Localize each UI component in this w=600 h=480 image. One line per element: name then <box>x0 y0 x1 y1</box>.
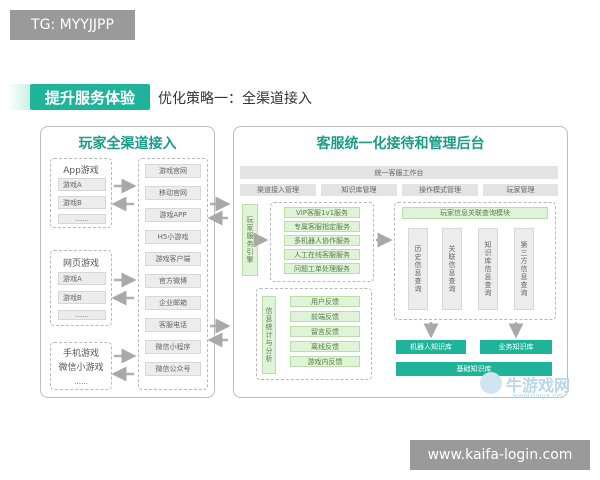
channel-item: 官方微博 <box>145 274 201 288</box>
tab-player-mgmt: 玩家管理 <box>483 184 558 196</box>
channel-item: 微信小程序 <box>145 340 201 354</box>
service-item: 多机器人协作服务 <box>284 235 360 246</box>
query-module-title: 玩家信息关联查询模块 <box>402 207 548 219</box>
stats-item: 游戏内反馈 <box>290 356 360 367</box>
query-column: 知识库信息查询 <box>478 228 498 310</box>
corner-tag-bottom: www.kaifa-login.com <box>410 440 590 470</box>
list-item: …… <box>74 378 88 386</box>
list-item: …… <box>58 214 106 224</box>
list-item: 游戏A <box>58 272 106 285</box>
service-item: 人工在线客服服务 <box>284 249 360 260</box>
business-knowledge-base: 业务知识库 <box>480 340 552 354</box>
group-label: 手机游戏 微信小游戏 <box>58 349 104 373</box>
service-item: VIP客服1v1服务 <box>284 207 360 218</box>
stats-item: 前端反馈 <box>290 311 360 322</box>
header-decor <box>8 84 30 110</box>
stats-item: 用户反馈 <box>290 296 360 307</box>
channel-item: 移动官网 <box>145 186 201 200</box>
watermark-sub: www.niuyx.net <box>512 392 564 400</box>
channel-item: 企业邮箱 <box>145 296 201 310</box>
header-pill: 提升服务体验 <box>30 84 150 110</box>
channel-item: 游戏官网 <box>145 164 201 178</box>
robot-knowledge-base: 机器人知识库 <box>396 340 466 354</box>
query-column: 历史信息查询 <box>408 228 428 310</box>
list-item: …… <box>58 310 106 320</box>
left-panel-title: 玩家全渠道接入 <box>78 136 177 152</box>
channel-item: 游戏客户端 <box>145 252 201 266</box>
stats-item: 离线反馈 <box>290 341 360 352</box>
header-strategy: 优化策略一：全渠道接入 <box>158 91 312 107</box>
channel-item: 微信公众号 <box>145 362 201 376</box>
service-item: 专属客服指定服务 <box>284 221 360 232</box>
watermark-logo-icon <box>480 372 502 394</box>
corner-tag-top: TG: MYYJJPP <box>10 10 135 40</box>
tab-knowledge-mgmt: 知识库管理 <box>321 184 397 196</box>
stats-item: 留言反馈 <box>290 326 360 337</box>
group-label: App游戏 <box>63 166 99 176</box>
base-knowledge-bar: 基础知识库 <box>396 362 552 376</box>
tab-channel-mgmt: 渠道接入管理 <box>240 184 316 196</box>
list-item: 游戏B <box>58 291 106 304</box>
query-column: 第三方信息查询 <box>514 228 534 310</box>
tab-operation-mgmt: 操作模式管理 <box>402 184 478 196</box>
stats-label: 信息统计与分析 <box>262 296 276 374</box>
query-column: 关联信息查询 <box>442 228 462 310</box>
channel-item: 游戏APP <box>145 208 201 222</box>
list-item: 游戏A <box>58 178 106 191</box>
group-mobile-games <box>50 342 112 390</box>
list-item: 游戏B <box>58 196 106 209</box>
service-item: 问题工单处理服务 <box>284 263 360 274</box>
watermark-text: 牛游戏网 <box>506 376 571 395</box>
channel-item: H5小游戏 <box>145 230 201 244</box>
channel-item: 客服电话 <box>145 318 201 332</box>
group-label: 网页游戏 <box>62 259 99 269</box>
right-panel-title: 客服统一化接待和管理后台 <box>316 136 485 152</box>
workspace-bar: 统一客服工作台 <box>240 166 558 179</box>
